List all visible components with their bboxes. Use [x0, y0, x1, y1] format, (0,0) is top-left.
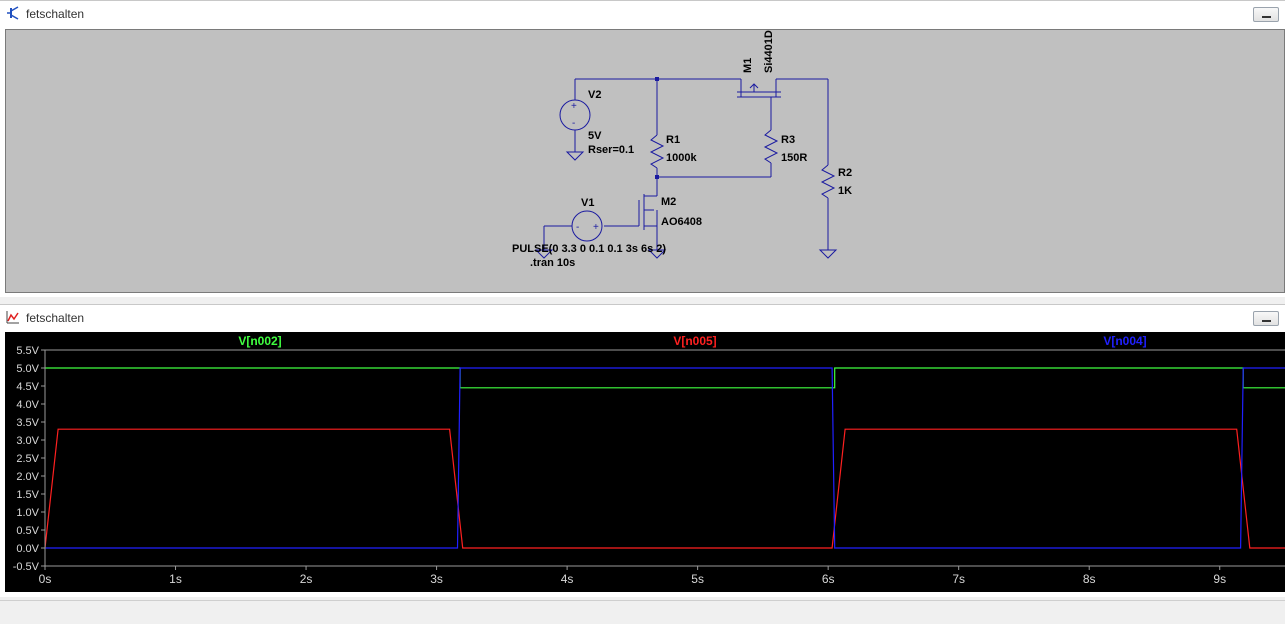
r1-value-label: 1000k: [666, 152, 697, 164]
waveform-icon: [6, 311, 19, 324]
v2-param-label: Rser=0.1: [588, 144, 634, 156]
ground-symbol-m2: [647, 249, 667, 259]
legend-entry: V[n005]: [673, 334, 716, 348]
r1-name-label: R1: [666, 134, 680, 146]
series-line: [45, 367, 1285, 549]
x-tick-label: 0s: [39, 572, 52, 586]
y-tick-label: 3.5V: [16, 417, 39, 429]
y-tick-label: 5.5V: [16, 345, 39, 357]
m2-value-label: AO6408: [661, 216, 702, 228]
m2-name-label: M2: [661, 196, 676, 208]
x-tick-label: 9s: [1213, 572, 1226, 586]
x-tick-label: 4s: [561, 572, 574, 586]
y-tick-label: 5.0V: [16, 363, 39, 375]
series-line: [45, 367, 1285, 389]
svg-text:-: -: [572, 118, 575, 129]
svg-text:-: -: [576, 222, 579, 233]
x-tick-label: 2s: [300, 572, 313, 586]
x-tick-label: 5s: [691, 572, 704, 586]
x-tick-label: 1s: [169, 572, 182, 586]
schematic-titlebar[interactable]: fetschalten: [0, 1, 1285, 27]
v1-value-label: PULSE(0 3.3 0 0.1 0.1 3s 6s 2): [512, 243, 666, 255]
y-tick-label: 0.5V: [16, 525, 39, 537]
y-tick-label: 1.5V: [16, 489, 39, 501]
x-tick-label: 7s: [952, 572, 965, 586]
y-tick-label: 4.0V: [16, 399, 39, 411]
schematic-minimize-button[interactable]: [1253, 7, 1279, 22]
status-bar: [0, 600, 1285, 624]
svg-text:+: +: [593, 222, 599, 233]
x-axis: 0s 1s 2s 3s 4s 5s 6s 7s 8s 9s: [39, 566, 1226, 586]
waveform-plot[interactable]: -0.5V 0.0V 0.5V 1.0V 1.5V 2.0V 2.5V 3.0V 3.5V 4.0…: [5, 332, 1285, 592]
y-tick-label: 2.0V: [16, 471, 39, 483]
x-tick-label: 3s: [430, 572, 443, 586]
y-tick-label: 2.5V: [16, 453, 39, 465]
plot-minimize-button[interactable]: [1253, 311, 1279, 326]
r2-value-label: 1K: [838, 185, 852, 197]
y-tick-label: 1.0V: [16, 507, 39, 519]
x-tick-label: 6s: [822, 572, 835, 586]
tran-directive: .tran 10s: [530, 257, 575, 269]
schematic-window-title: fetschalten: [26, 7, 85, 21]
m1-name-label: M1: [742, 58, 754, 73]
v2-name-label: V2: [588, 89, 601, 101]
plot-window-title: fetschalten: [26, 311, 85, 325]
legend-entry: V[n004]: [1103, 334, 1146, 348]
waveform-chart: -0.5V 0.0V 0.5V 1.0V 1.5V 2.0V 2.5V 3.0V 3.5V 4.0…: [13, 334, 1285, 586]
transistor-icon: [7, 6, 19, 20]
schematic-canvas[interactable]: + - - + V2 5V Rser=0.1 R1 1000k M1 Si440…: [5, 29, 1285, 293]
y-tick-label: 0.0V: [16, 543, 39, 555]
y-tick-label: 4.5V: [16, 381, 39, 393]
legend-entry: V[n002]: [238, 334, 281, 348]
r3-value-label: 150R: [781, 152, 807, 164]
y-axis: -0.5V 0.0V 0.5V 1.0V 1.5V 2.0V 2.5V 3.0V 3.5V 4.0…: [13, 345, 45, 573]
r3-name-label: R3: [781, 134, 795, 146]
v2-value-label: 5V: [588, 130, 602, 142]
ground-symbol-r2: [818, 249, 838, 259]
series-line: [44, 428, 1285, 549]
x-tick-label: 8s: [1083, 572, 1096, 586]
traces: [44, 367, 1285, 549]
schematic-drawing: + - - + V2 5V Rser=0.1 R1 1000k M1 Si440…: [512, 30, 852, 269]
m1-value-label: Si4401D: [763, 30, 775, 73]
legend: V[n002] V[n005] V[n004]: [238, 334, 1146, 348]
r2-name-label: R2: [838, 167, 852, 179]
svg-text:+: +: [571, 101, 577, 112]
y-tick-label: 3.0V: [16, 435, 39, 447]
ground-symbol-v1: [534, 249, 554, 259]
schematic-window: fetschalten: [0, 0, 1285, 297]
ground-symbol-v2: [565, 151, 585, 161]
plot-titlebar[interactable]: fetschalten: [0, 305, 1285, 331]
y-tick-label: -0.5V: [13, 561, 40, 573]
v1-name-label: V1: [581, 197, 594, 209]
